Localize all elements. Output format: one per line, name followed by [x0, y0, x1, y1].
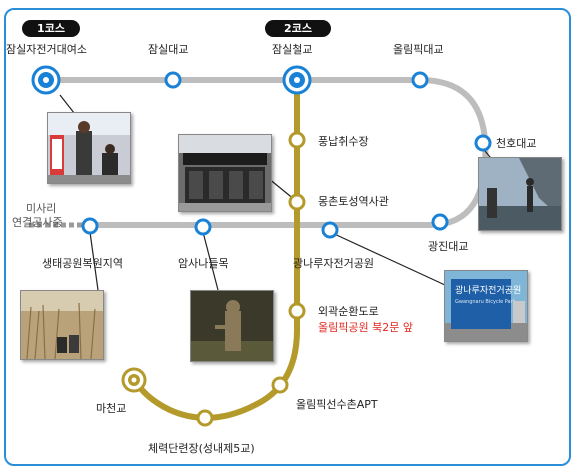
course2-badge: 2코스: [265, 20, 331, 37]
route-node-icon[interactable]: [194, 218, 212, 236]
label-gwangjin-bridge: 광진대교: [428, 240, 469, 253]
photo-mongchon-museum: [178, 134, 272, 212]
label-jamsil-bike-rental: 잠실자전거대여소: [6, 43, 87, 56]
route-node-icon[interactable]: [288, 131, 306, 149]
photo-cheonho-bridge: [478, 157, 562, 231]
route-node-icon[interactable]: [121, 367, 147, 393]
photo-gwangnaru-bike-park: 광나루자전거공원 Gwangnaru Bicycle Park: [444, 270, 528, 342]
course2-route-line: [132, 77, 300, 421]
map-frame: [4, 8, 571, 466]
route-node-icon[interactable]: [288, 193, 306, 211]
label-misari-1: 미사리: [26, 202, 57, 215]
photo-bike-rental: [47, 112, 131, 184]
route-node-icon[interactable]: [81, 217, 99, 235]
route-node-icon[interactable]: [288, 302, 306, 320]
route-node-icon[interactable]: [164, 71, 182, 89]
label-pungnap-water: 풍납취수장: [318, 135, 369, 148]
photo-callout-icon: [329, 231, 446, 286]
photo-sign-main: 광나루자전거공원: [455, 284, 521, 296]
label-olympic-village-apt: 올림픽선수촌APT: [296, 398, 378, 411]
route-node-icon[interactable]: [321, 221, 339, 239]
photo-callout-icon: [267, 177, 296, 201]
label-jamsil-bridge: 잠실대교: [148, 43, 189, 56]
label-macheon-bridge: 마천교: [96, 402, 127, 415]
route-node-icon[interactable]: [411, 71, 429, 89]
route-node-icon[interactable]: [31, 65, 61, 95]
label-mongchon-museum: 몽촌토성역사관: [318, 195, 389, 208]
route-node-icon[interactable]: [282, 65, 312, 95]
course1-badge: 1코스: [22, 20, 80, 37]
route-node-icon[interactable]: [271, 376, 289, 394]
label-sports-complex: 체력단련장(성내제5교): [148, 442, 255, 455]
label-gwangnaru-bike-park: 광나루자전거공원: [293, 257, 374, 270]
label-outer-ring-road-note: 올림픽공원 북2문 앞: [318, 321, 413, 334]
label-cheonho-bridge: 천호대교: [496, 137, 537, 150]
photo-callout-icon: [89, 231, 99, 291]
photo-callout-icon: [202, 231, 219, 291]
label-olympic-bridge: 올림픽대교: [393, 43, 444, 56]
photo-eco-park: [20, 290, 104, 360]
route-node-icon[interactable]: [196, 409, 214, 427]
label-outer-ring-road: 외곽순환도로: [318, 305, 379, 318]
label-misari-2: 연결공사중: [12, 216, 63, 229]
label-eco-park: 생태공원복원지역: [42, 257, 123, 270]
photo-sign-sub: Gwangnaru Bicycle Park: [455, 299, 516, 305]
route-node-icon[interactable]: [474, 134, 492, 152]
route-node-icon[interactable]: [431, 213, 449, 231]
label-jamsil-rail-bridge: 잠실철교: [272, 43, 313, 56]
photo-amsa-fields: [190, 290, 274, 362]
label-amsa-fields: 암사나들목: [178, 257, 229, 270]
